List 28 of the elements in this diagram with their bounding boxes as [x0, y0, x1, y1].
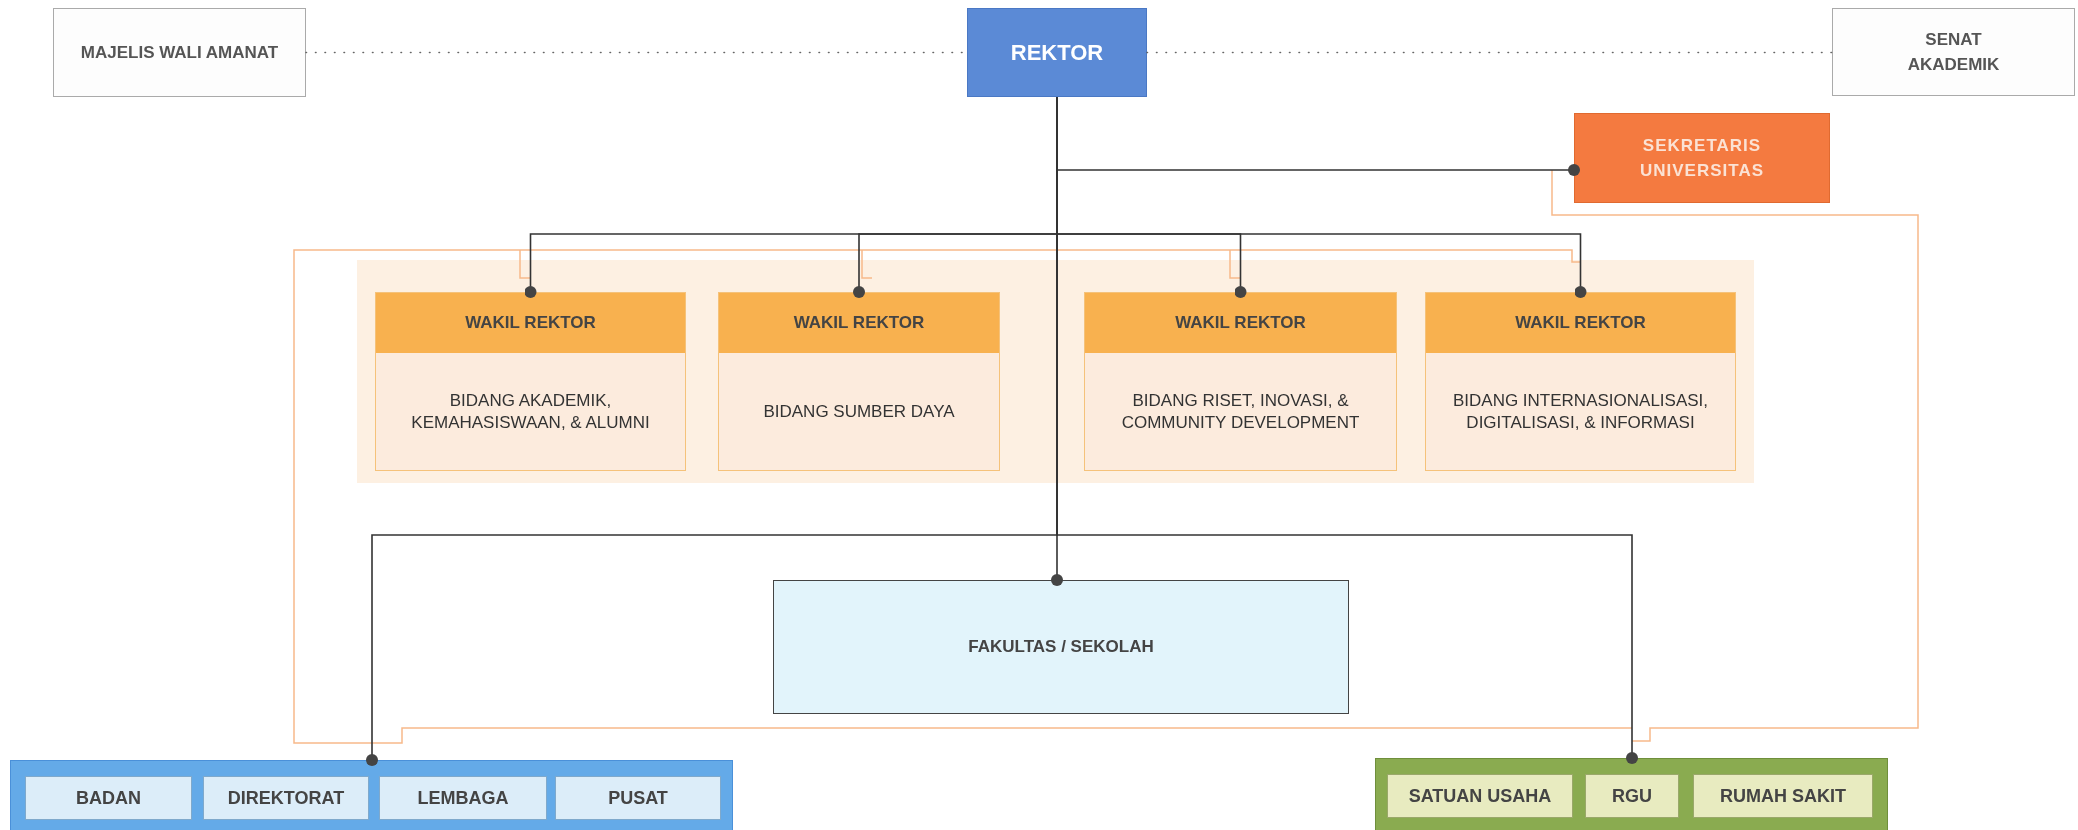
unit-box: BADAN [25, 776, 192, 820]
vice-rector-band [357, 260, 1754, 483]
business-unit-box: SATUAN USAHA [1387, 774, 1573, 818]
senate-box: SENAT AKADEMIK [1832, 8, 2075, 96]
vice-rector-card [1425, 292, 1736, 471]
secretary-box: SEKRETARIS UNIVERSITAS [1574, 113, 1830, 203]
card-header: WAKIL REKTOR [1085, 293, 1396, 353]
card-body: BIDANG INTERNASIONALISASI, DIGITALISASI, & INFORMASI [1451, 390, 1710, 434]
unit-box: DIREKTORAT [203, 776, 369, 820]
faculty-box: FAKULTAS / SEKOLAH [773, 580, 1349, 714]
business-group-panel [1375, 758, 1888, 830]
card-body: BIDANG SUMBER DAYA [762, 400, 956, 423]
vice-rector-card [375, 292, 686, 471]
board-box: MAJELIS WALI AMANAT [53, 8, 306, 97]
business-unit-box: RGU [1585, 774, 1679, 818]
unit-box: LEMBAGA [379, 776, 547, 820]
rector-box: REKTOR [967, 8, 1147, 97]
card-header: WAKIL REKTOR [1426, 293, 1735, 353]
unit-group-panel [10, 760, 733, 830]
vice-rector-card [1084, 292, 1397, 471]
vice-rector-card [718, 292, 1000, 471]
unit-box: PUSAT [555, 776, 721, 820]
card-body: BIDANG RISET, INOVASI, & COMMUNITY DEVELOPMENT [1120, 390, 1361, 434]
card-body: BIDANG AKADEMIK, KEMAHASISWAAN, & ALUMNI [410, 390, 651, 434]
business-unit-box: RUMAH SAKIT [1693, 774, 1873, 818]
card-header: WAKIL REKTOR [719, 293, 999, 353]
card-header: WAKIL REKTOR [376, 293, 685, 353]
dotted-connector [1146, 51, 1833, 54]
